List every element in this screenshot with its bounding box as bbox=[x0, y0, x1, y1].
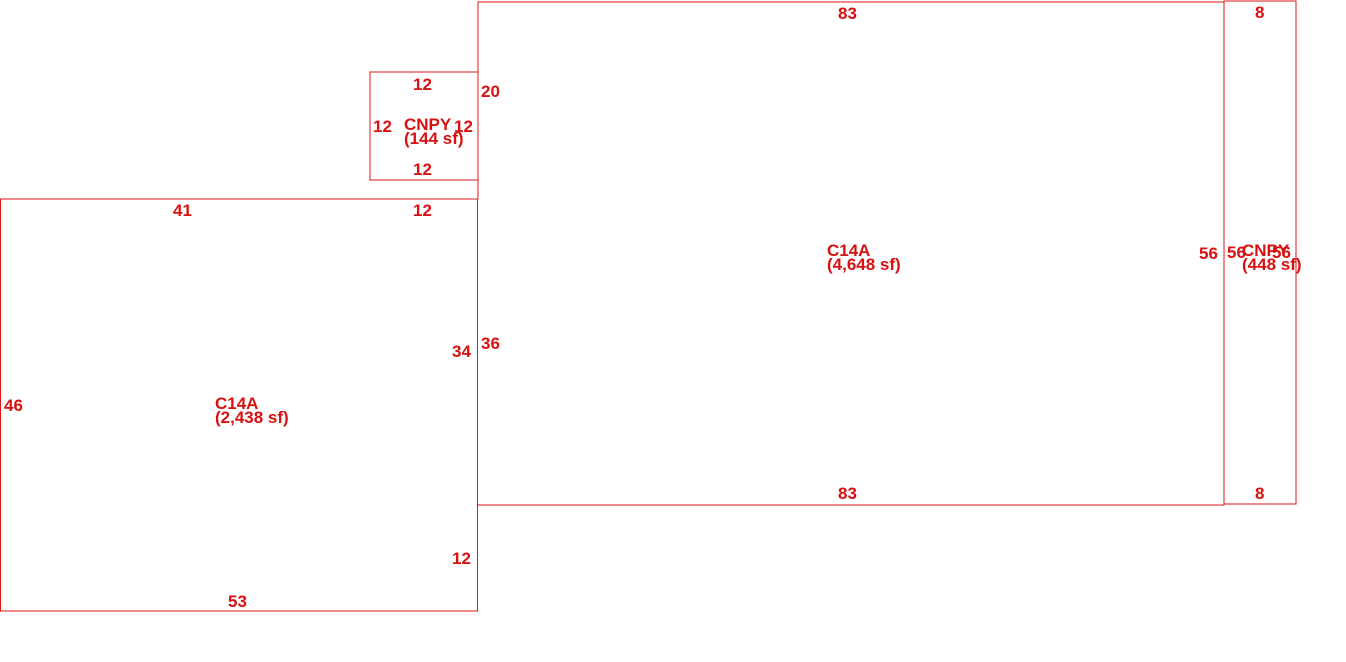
dim-top-canopy-top: 12 bbox=[413, 75, 432, 94]
dim-right-canopy-top: 8 bbox=[1255, 3, 1264, 22]
dim-top-canopy-left: 12 bbox=[373, 117, 392, 136]
dim-left-right-lower: 12 bbox=[452, 549, 471, 568]
main-building-area: (4,648 sf) bbox=[827, 255, 901, 274]
dim-left-bottom: 53 bbox=[228, 592, 247, 611]
right-canopy-outline bbox=[1223, 0, 1297, 505]
right-canopy-area: (448 sf) bbox=[1242, 255, 1302, 274]
dim-main-left-upper: 20 bbox=[481, 82, 500, 101]
dim-right-canopy-right: 56 bbox=[1272, 243, 1291, 262]
area-labels: C14A (4,648 sf) C14A (2,438 sf) CNPY (14… bbox=[215, 115, 1302, 427]
dim-left-right-upper: 34 bbox=[452, 342, 471, 361]
top-canopy-code: CNPY bbox=[404, 115, 452, 134]
dim-top-canopy-right: 12 bbox=[454, 117, 473, 136]
left-addition-area: (2,438 sf) bbox=[215, 408, 289, 427]
dimension-labels: 83 83 56 20 36 12 12 12 12 8 8 56 56 41 … bbox=[4, 3, 1291, 611]
dim-top-canopy-bottom: 12 bbox=[413, 160, 432, 179]
left-addition-code: C14A bbox=[215, 394, 258, 413]
right-canopy-code: CNPY bbox=[1242, 241, 1290, 260]
dim-main-bottom: 83 bbox=[838, 484, 857, 503]
dim-left-left: 46 bbox=[4, 396, 23, 415]
dim-left-top-b: 12 bbox=[413, 201, 432, 220]
left-addition-outline bbox=[0, 198, 479, 612]
dim-right-canopy-bottom: 8 bbox=[1255, 484, 1264, 503]
outlines bbox=[0, 0, 1297, 612]
dim-right-canopy-left: 56 bbox=[1227, 243, 1246, 262]
dim-main-top: 83 bbox=[838, 4, 857, 23]
top-canopy-area: (144 sf) bbox=[404, 129, 464, 148]
top-canopy-outline bbox=[369, 71, 478, 181]
dim-main-left-lower: 36 bbox=[481, 334, 500, 353]
main-building-code: C14A bbox=[827, 241, 870, 260]
dim-left-top-a: 41 bbox=[173, 201, 192, 220]
dim-main-right: 56 bbox=[1199, 244, 1218, 263]
